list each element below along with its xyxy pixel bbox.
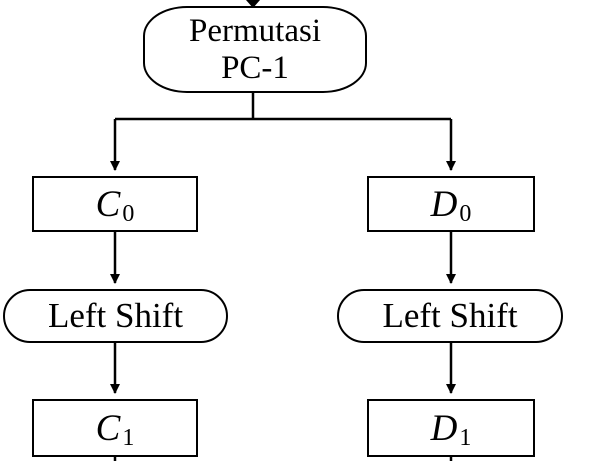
- permutasi-label: Permutasi: [189, 12, 321, 49]
- d1-symbol: D: [430, 407, 458, 449]
- d1-subscript: 1: [459, 424, 472, 451]
- permutasi-pc1-node: Permutasi PC-1: [143, 6, 367, 93]
- incoming-arrowhead-top: [246, 0, 260, 8]
- c1-subscript: 1: [122, 424, 135, 451]
- d0-symbol: D: [430, 183, 458, 225]
- left-shift-node-d: Left Shift: [337, 289, 563, 343]
- left-shift-label-d: Left Shift: [382, 296, 518, 335]
- c1-symbol: C: [95, 407, 121, 449]
- c0-subscript: 0: [122, 200, 135, 227]
- left-shift-label-c: Left Shift: [47, 296, 184, 335]
- c0-symbol: C: [95, 183, 121, 225]
- left-shift-node-c: Left Shift: [3, 289, 228, 343]
- pc1-label: PC-1: [221, 49, 289, 86]
- d0-subscript: 0: [459, 200, 472, 227]
